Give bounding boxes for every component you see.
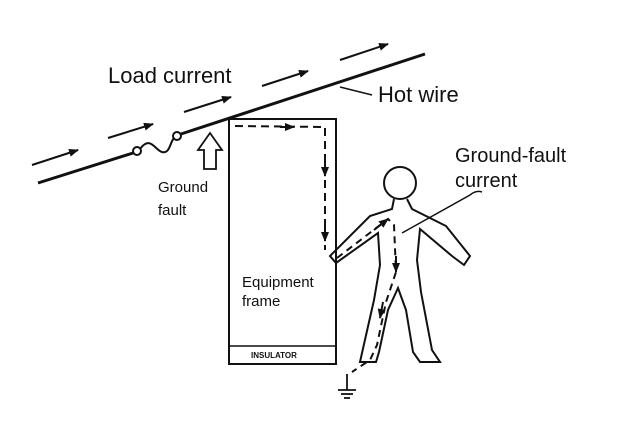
arrow-icon	[377, 301, 386, 319]
load-current-arrows	[31, 43, 389, 166]
equipment-frame	[228, 118, 337, 365]
gf-current-label-2: current	[455, 170, 518, 192]
hot-wire	[37, 52, 426, 185]
up-arrow-icon	[196, 131, 224, 170]
hot-wire-label: Hot wire	[378, 82, 459, 107]
person-figure	[328, 166, 472, 363]
fuse-icon	[132, 131, 182, 156]
arrow-icon	[339, 43, 389, 61]
person-head	[383, 166, 417, 200]
arrow-icon	[107, 122, 154, 139]
ground-fault-label-2: fault	[158, 202, 187, 219]
gf-current-label-1: Ground-fault	[455, 145, 567, 167]
arrow-icon	[261, 69, 309, 87]
fault-current-path	[234, 125, 326, 250]
arrow-icon	[373, 218, 389, 231]
ground-icon	[338, 374, 356, 399]
equipment-label-2: frame	[242, 293, 280, 310]
arrow-icon	[31, 148, 79, 166]
arrow-icon	[183, 95, 232, 113]
hot-wire-leader	[339, 86, 373, 96]
ground-fault-label-1: Ground	[158, 179, 208, 196]
insulator-label: INSULATOR	[251, 351, 297, 360]
equipment-label-1: Equipment	[242, 274, 315, 291]
gf-current-leader	[401, 190, 483, 234]
load-current-label: Load current	[108, 63, 232, 88]
